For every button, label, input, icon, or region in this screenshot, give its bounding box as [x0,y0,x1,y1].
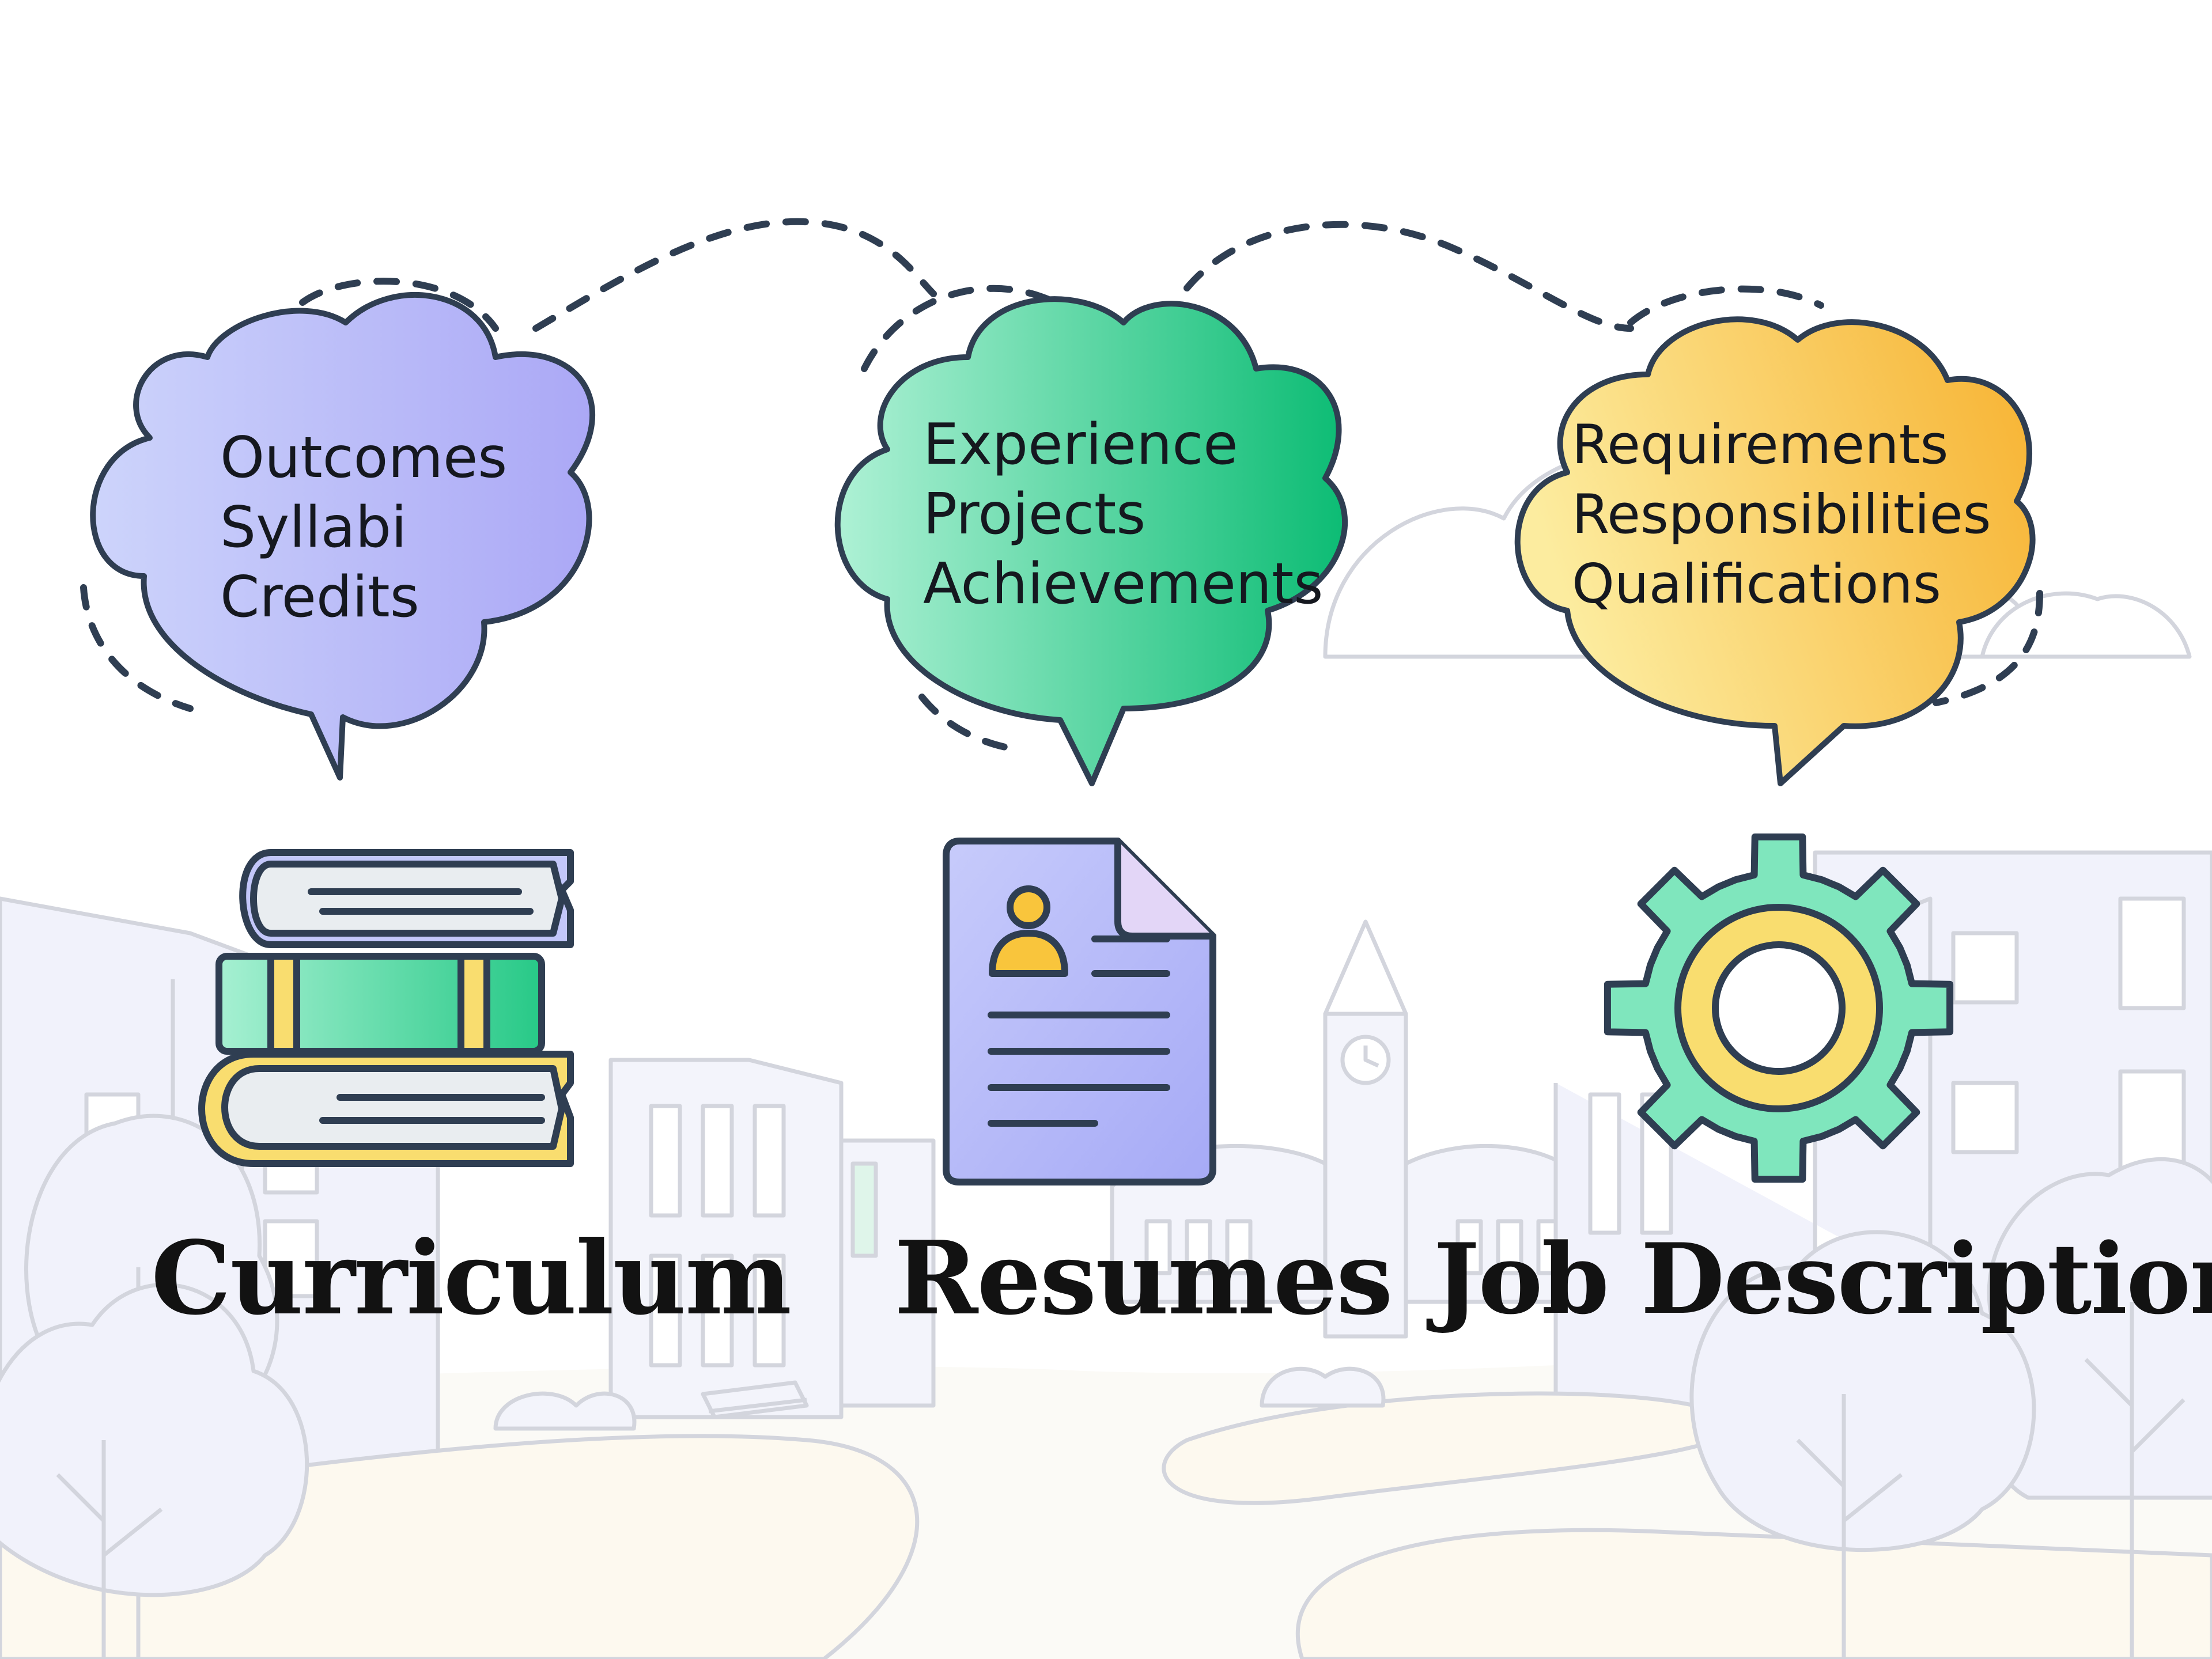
bubble-job-descriptions-text: Requirements Responsibilities Qualificat… [1572,410,1991,619]
category-label-resumes: Resumes [894,1219,1393,1338]
bubble-line: Outcomes [220,425,508,491]
bubble-line: Achievements [923,551,1324,617]
category-label-job-descriptions: Job Descriptions [1434,1222,2212,1336]
gear-icon [1604,833,1954,1183]
bubble-experience-cloud [834,296,1348,786]
books-icon [198,849,574,1167]
category-label-curriculum: Curriculum [151,1219,792,1338]
resume-document-icon [943,838,1216,1185]
bubble-line: Projects [923,482,1146,547]
campus-background [0,448,2212,1659]
bubble-requirements-cloud [1514,316,2036,786]
bubble-line: Qualifications [1572,553,1941,616]
bubble-line: Credits [220,565,419,630]
bubble-line: Experience [923,412,1238,478]
bubble-line: Responsibilities [1572,483,1991,546]
bubble-line: Syllabi [220,495,407,560]
bubble-line: Requirements [1572,414,1949,476]
bubble-outcomes-cloud [90,292,596,781]
bubble-resumes-text: Experience Projects Achievements [923,410,1323,619]
bubble-curriculum-text: Outcomes Syllabi Credits [220,423,507,632]
dashed-connectors [80,218,2043,752]
